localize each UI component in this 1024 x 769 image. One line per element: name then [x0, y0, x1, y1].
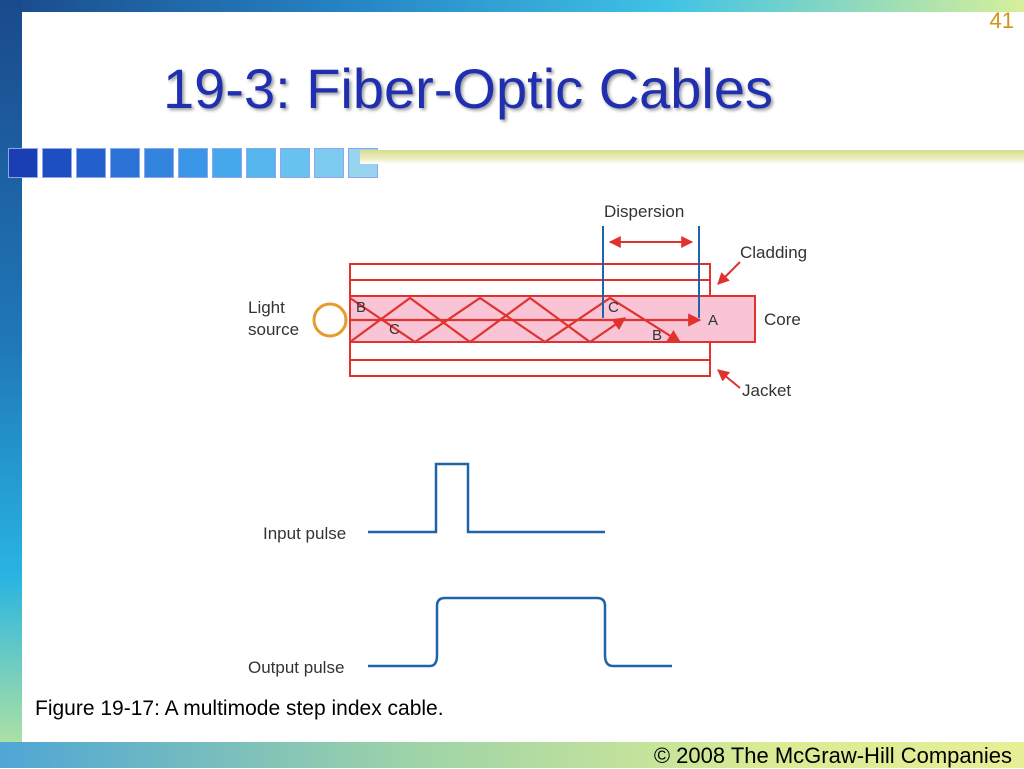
light-source-circle: [312, 302, 348, 338]
decorative-square: [178, 148, 208, 178]
decorative-square: [246, 148, 276, 178]
core-label: Core: [764, 310, 801, 329]
input-pulse-waveform: [368, 462, 605, 534]
cladding-label: Cladding: [740, 243, 807, 262]
light-source-label-line1: Light: [248, 298, 285, 317]
light-source-label-line2: source: [248, 320, 299, 339]
title-underline-bar: [360, 150, 1024, 164]
slide-title: 19-3: Fiber-Optic Cables: [163, 57, 774, 120]
jacket-leader-arrow: [717, 369, 741, 389]
bottom-border: [0, 742, 1024, 768]
figure-caption: Figure 19-17: A multimode step index cab…: [35, 697, 444, 720]
output-pulse-waveform: [368, 596, 672, 668]
ray-b: [349, 296, 682, 344]
input-pulse-label: Input pulse: [263, 524, 346, 543]
slide-number: 41: [989, 8, 1014, 33]
output-pulse-label: Output pulse: [248, 658, 344, 677]
ray-b-exit-label: B: [652, 327, 662, 344]
decorative-square: [212, 148, 242, 178]
decorative-square: [144, 148, 174, 178]
decorative-square: [8, 148, 38, 178]
decorative-square: [42, 148, 72, 178]
cladding-leader-arrow: [717, 261, 741, 285]
jacket-label: Jacket: [742, 381, 791, 400]
copyright-footer: © 2008 The McGraw-Hill Companies: [653, 743, 1012, 768]
top-border: [0, 0, 1024, 12]
left-border: [0, 0, 22, 768]
decorative-square: [76, 148, 106, 178]
decorative-square-strip: [8, 148, 382, 182]
decorative-square: [314, 148, 344, 178]
ray-c-entry-label: C: [389, 321, 400, 338]
ray-c: [349, 296, 627, 344]
decorative-square: [110, 148, 140, 178]
ray-c-exit-label: C: [608, 299, 619, 316]
ray-b-entry-label: B: [356, 299, 366, 316]
ray-a-exit-label: A: [708, 312, 718, 329]
decorative-square: [280, 148, 310, 178]
dispersion-label: Dispersion: [604, 202, 684, 221]
light-rays: [349, 296, 702, 344]
